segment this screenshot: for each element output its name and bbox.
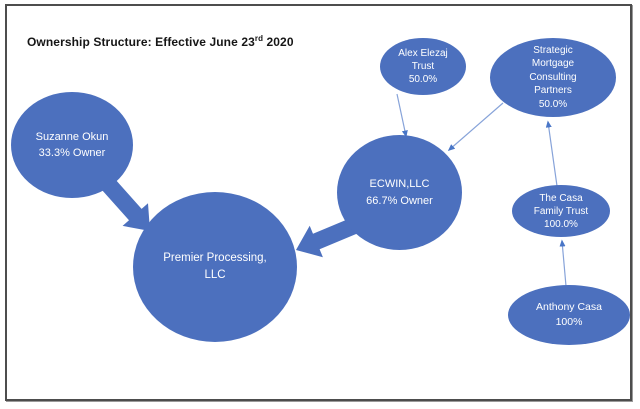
node-label: Partners xyxy=(534,85,572,97)
arrow-casa-trust-to-smcp xyxy=(545,120,558,187)
node-label: LLC xyxy=(204,269,226,281)
node-label: 100% xyxy=(555,316,583,328)
node-premier-processing: Premier Processing, LLC xyxy=(133,192,297,342)
node-label: 50.0% xyxy=(408,74,438,85)
title-text-suffix: 2020 xyxy=(263,35,294,49)
arrow-alex-to-ecwin xyxy=(396,93,408,138)
diagram-title: Ownership Structure: Effective June 23rd… xyxy=(27,34,294,50)
node-label: Alex Elezaj xyxy=(398,48,448,59)
node-casa-family-trust: The Casa Family Trust 100.0% xyxy=(512,185,610,237)
node-label: Suzanne Okun xyxy=(35,131,109,143)
title-superscript: rd xyxy=(254,34,264,43)
node-label: 33.3% Owner xyxy=(38,147,106,159)
node-label: Strategic xyxy=(533,44,573,56)
node-label: 100.0% xyxy=(544,218,578,230)
node-label: Consulting xyxy=(529,71,577,83)
node-label: The Casa xyxy=(539,192,583,204)
arrow-anthony-to-casa-trust xyxy=(559,239,567,287)
node-label: Premier Processing, xyxy=(163,252,267,264)
node-label: 50.0% xyxy=(538,98,568,110)
node-label: Mortgage xyxy=(531,58,575,70)
node-label: Family Trust xyxy=(533,205,589,217)
node-label: Anthony Casa xyxy=(536,301,602,313)
node-strategic-mortgage-consulting-partners: Strategic Mortgage Consulting Partners 5… xyxy=(490,38,616,117)
title-text: Ownership Structure: Effective June 23 xyxy=(27,35,255,49)
node-label: ECWIN,LLC xyxy=(369,177,430,190)
node-anthony-casa: Anthony Casa 100% xyxy=(508,285,630,345)
arrow-smcp-to-ecwin xyxy=(447,102,504,151)
node-label: Trust xyxy=(411,61,435,72)
node-ecwin-llc: ECWIN,LLC 66.7% Owner xyxy=(337,135,462,250)
node-label: 66.7% Owner xyxy=(366,194,433,207)
node-suzanne-okun: Suzanne Okun 33.3% Owner xyxy=(11,92,133,198)
node-alex-elezaj-trust: Alex Elezaj Trust 50.0% xyxy=(380,38,466,95)
